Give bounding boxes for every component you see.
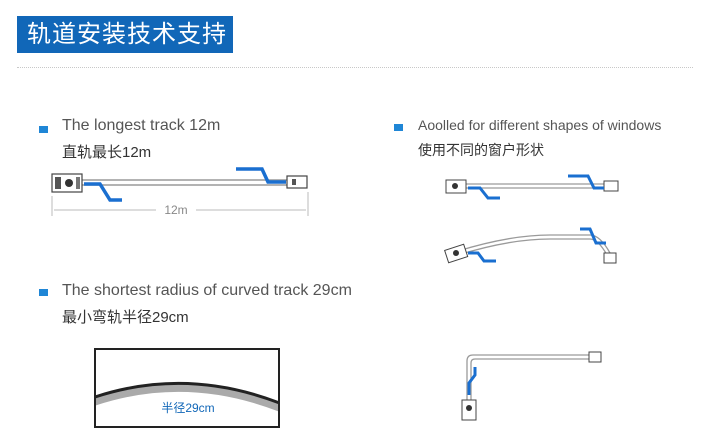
shapes-label-en: Aoolled for different shapes of windows (418, 117, 662, 133)
track-motor-icon (444, 243, 469, 264)
track-end-cap-icon (603, 252, 617, 264)
square-bullet-icon (39, 126, 48, 133)
dimension-label: 12m (164, 203, 187, 217)
track-motor-icon (51, 173, 83, 193)
curved-track-radius-diagram: 半径29cm (94, 348, 280, 428)
page-title: 轨道安装技术支持 (17, 16, 233, 53)
track-motor-icon (445, 179, 467, 194)
divider (17, 67, 693, 68)
straight-track-small-diagram (445, 174, 619, 200)
l-shaped-track-diagram (461, 351, 602, 421)
track-motor-icon (461, 399, 477, 421)
radius-value-label: 半径29cm (161, 401, 214, 415)
square-bullet-icon (39, 289, 48, 296)
radius-label-cn: 最小弯轨半径29cm (62, 309, 189, 326)
curved-track-small-diagram (444, 227, 617, 264)
longest-track-label-en: The longest track 12m (62, 117, 221, 134)
straight-track-diagram: 12m (51, 167, 309, 217)
track-end-cap-icon (286, 175, 308, 189)
track-end-cap-icon (603, 180, 619, 192)
shapes-label-cn: 使用不同的窗户形状 (418, 142, 544, 158)
track-end-cap-icon (588, 351, 602, 363)
longest-track-label-cn: 直轨最长12m (62, 144, 152, 161)
radius-label-en: The shortest radius of curved track 29cm (62, 282, 352, 299)
square-bullet-icon (394, 124, 403, 131)
